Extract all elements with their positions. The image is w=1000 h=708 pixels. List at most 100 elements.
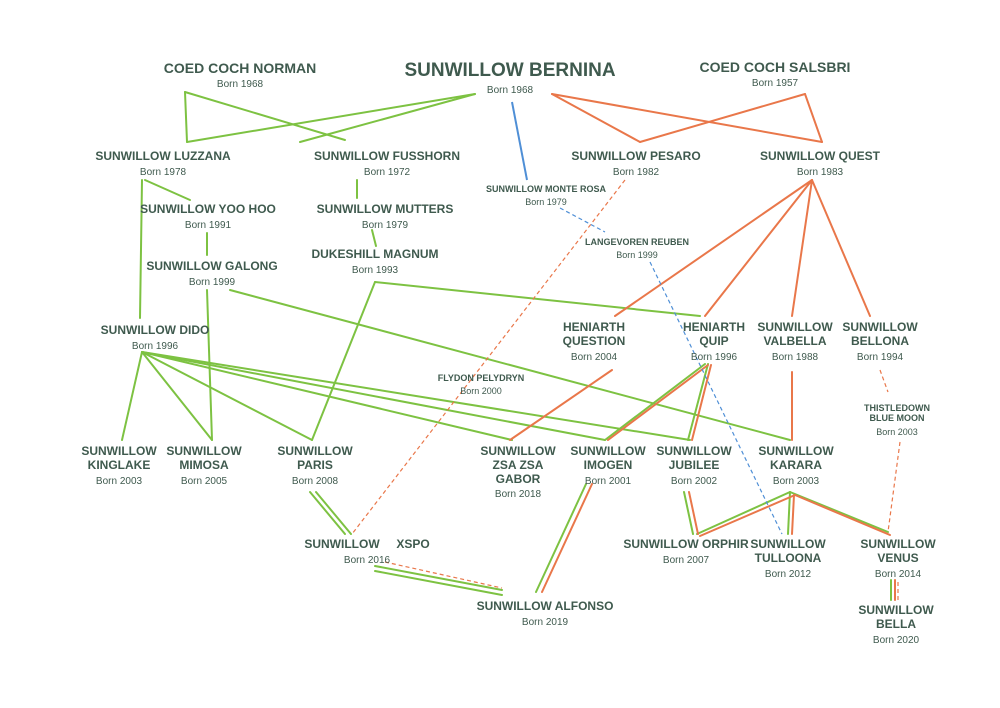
node-name-line1: SUNWILLOW [480,444,556,458]
node-sunwillow-xspo: SUNWILLOW XSPO Born 2016 [304,537,430,566]
node-born: Born 1957 [751,78,799,90]
edge-luzzana-dido [139,179,143,319]
node-born: Born 1978 [139,166,187,178]
edge-bernina-fusshorn [299,93,476,143]
node-born: Born 1999 [188,276,236,288]
node-born: Born 2002 [670,475,718,487]
node-born: Born 1982 [612,166,660,178]
edge-bernina-luzzana [186,93,476,143]
node-sunwillow-paris: SUNWILLOW PARIS Born 2008 [277,444,353,487]
node-sunwillow-bernina: SUNWILLOW BERNINA Born 1968 [404,60,615,96]
node-name-line2: TULLOONA [754,550,822,565]
node-sunwillow-alfonso: SUNWILLOW ALFONSO Born 2019 [477,599,614,628]
edge-bernina-monterosa [511,101,528,181]
edge-karara-orphir-g [696,491,791,535]
edge-paris-xspo-a [309,491,346,535]
node-sunwillow-quest: SUNWILLOW QUEST Born 1983 [760,149,880,178]
node-name-line1: SUNWILLOW [570,444,646,458]
node-name: SUNWILLOW FUSSHORN [314,149,460,163]
node-sunwillow-luzzana: SUNWILLOW LUZZANA Born 1978 [95,149,230,178]
node-born: Born 2012 [764,568,812,580]
node-born: Born 1983 [796,166,844,178]
node-name-line1: SUNWILLOW [860,537,936,551]
node-heniarth-question: HENIARTH QUESTION Born 2004 [562,320,626,363]
node-name-line2: MIMOSA [179,457,229,472]
edge-jubilee-orphir-g [683,491,694,535]
node-name: SUNWILLOW GALONG [146,259,278,273]
node-name-line2: PARIS [297,457,333,472]
node-born: Born 1979 [525,197,567,208]
edge-imogen-alfonso-g [535,483,587,593]
edge-jubilee-orphir-o [688,491,699,535]
node-name-line1: HENIARTH [562,320,625,334]
node-sunwillow-imogen: SUNWILLOW IMOGEN Born 2001 [570,444,646,487]
edge-mutters-magnum [371,229,377,247]
node-thistledown-blue-moon: THISTLEDOWN BLUE MOON Born 2003 [864,403,930,437]
node-langevoren-reuben: LANGEVOREN REUBEN Born 1999 [585,237,689,261]
node-coed-coch-salsbri: COED COCH SALSBRI Born 1957 [700,59,851,90]
edge-galong-karara [229,289,791,441]
edge-question-zsazsa [509,369,613,441]
edge-karara-orphir-o [699,494,796,537]
node-name-line2: BELLA [875,616,916,631]
node-born: Born 2003 [876,426,918,437]
node-born: Born 2016 [343,554,391,566]
node-sunwillow-valbella: SUNWILLOW VALBELLA Born 1988 [757,320,832,363]
node-sunwillow-dido: SUNWILLOW DIDO Born 1996 [100,323,210,352]
node-born: Born 1999 [616,250,658,261]
node-born: Born 1994 [856,351,904,363]
node-sunwillow-bellona: SUNWILLOW BELLONA Born 1994 [842,320,917,363]
edge-xspo-alfonso-dashed [384,561,503,589]
node-born: Born 1968 [216,79,264,91]
node-born: Born 1988 [771,351,819,363]
node-born: Born 1993 [351,264,399,276]
edge-xspo-alfonso-b [374,570,503,596]
node-name: DUKESHILL MAGNUM [311,247,439,261]
edge-dido-mimosa [141,351,213,441]
edge-paris-xspo-b [315,491,352,535]
node-name-line2: VALBELLA [763,333,827,348]
node-born: Born 1972 [363,166,411,178]
node-name-line2: KINGLAKE [87,457,151,472]
node-sunwillow-orphir: SUNWILLOW ORPHIR Born 2007 [623,537,749,566]
node-name: SUNWILLOW BERNINA [404,60,616,81]
node-sunwillow-kinglake: SUNWILLOW KINGLAKE Born 2003 [81,444,157,487]
edge-bernina-quest [551,93,823,143]
node-sunwillow-karara: SUNWILLOW KARARA Born 2003 [758,444,833,487]
node-name: SUNWILLOW MUTTERS [316,202,454,216]
node-name-line1: SUNWILLOW [656,444,732,458]
edge-dido-zsazsa [141,351,513,441]
node-sunwillow-yoo-hoo: SUNWILLOW YOO HOO Born 1991 [140,202,276,231]
edge-norman-fusshorn [184,91,346,141]
node-name: SUNWILLOW ORPHIR [623,537,749,551]
node-name-line2: QUIP [699,333,729,348]
edge-dido-imogen [141,351,606,441]
node-name-line1: SUNWILLOW [277,444,353,458]
node-name: SUNWILLOW DIDO [100,323,210,337]
node-name-line1: SUNWILLOW [81,444,157,458]
edge-monterosa-reuben-dashed [559,207,606,233]
relationship-lines [121,91,901,601]
node-name-line1: SUNWILLOW [750,537,826,551]
node-born: Born 2001 [584,475,632,487]
node-born: Born 1996 [131,340,179,352]
edge-quest-quip [704,179,813,317]
edge-quip-imogen-o [607,364,709,441]
node-name: COED COCH NORMAN [163,60,317,76]
node-name-line1: THISTLEDOWN [864,403,930,413]
node-name-line2: VENUS [877,550,919,565]
node-name: SUNWILLOW XSPO [304,537,430,551]
edge-quest-bellona [811,179,871,317]
node-sunwillow-fusshorn: SUNWILLOW FUSSHORN Born 1972 [314,149,460,178]
edge-bernina-pesaro [551,93,641,143]
edge-bluemoon-venus-dashed [887,441,901,533]
node-sunwillow-mutters: SUNWILLOW MUTTERS Born 1979 [316,202,454,231]
node-name-line1: SUNWILLOW [858,603,934,617]
edge-bellona-bluemoon-dashed [879,369,889,393]
node-born: Born 2018 [494,489,542,501]
node-name: FLYDON PELYDRYN [437,373,525,383]
node-born: Born 2007 [662,554,710,566]
node-name-line1: SUNWILLOW [166,444,242,458]
node-name: LANGEVOREN REUBEN [584,237,690,247]
